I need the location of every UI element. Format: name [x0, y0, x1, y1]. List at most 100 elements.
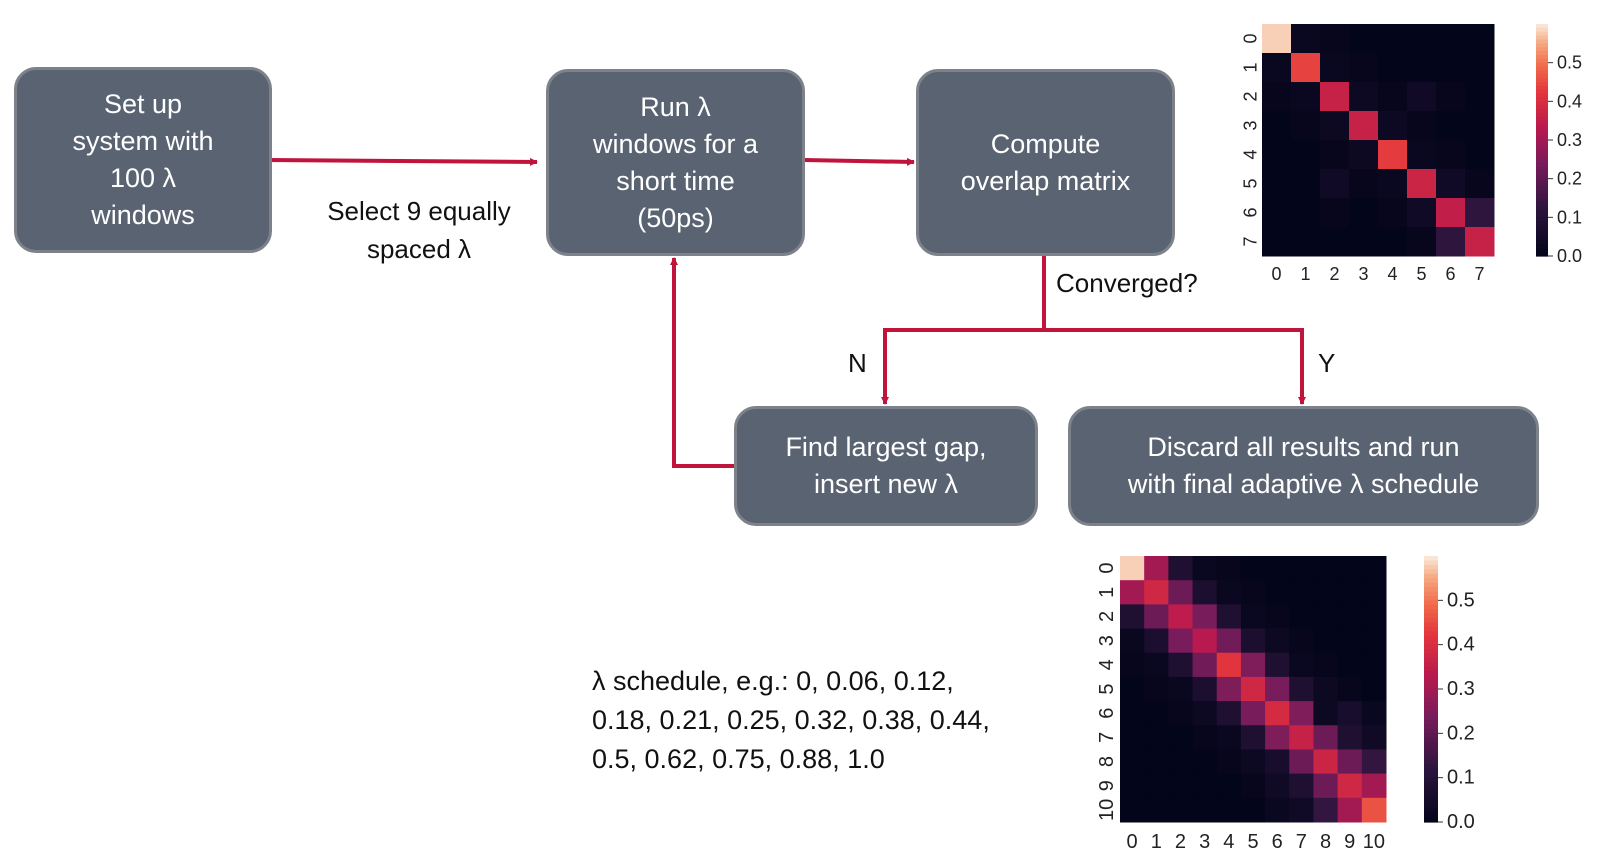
colorbar-segment — [1536, 205, 1548, 211]
heatmap-cell — [1349, 198, 1379, 228]
colorbar-segment — [1536, 43, 1548, 48]
x-tick-label: 6 — [1445, 264, 1455, 284]
heatmap-cell — [1320, 82, 1350, 112]
colorbar-segment — [1536, 252, 1548, 257]
heatmap-cell — [1361, 749, 1387, 775]
x-tick-label: 3 — [1358, 264, 1368, 284]
x-tick-label: 1 — [1300, 264, 1310, 284]
x-tick-label: 0 — [1127, 831, 1138, 853]
heatmap-cell — [1378, 140, 1408, 170]
heatmap-cell — [1313, 580, 1339, 605]
colorbar-segment — [1536, 155, 1548, 160]
colorbar-segment — [1536, 136, 1548, 141]
heatmap-cell — [1465, 111, 1495, 141]
x-tick-label: 10 — [1363, 831, 1385, 853]
colorbar-segment — [1424, 697, 1438, 703]
heatmap-cell — [1289, 628, 1314, 654]
colorbar-segment — [1424, 609, 1438, 615]
heatmap-cell — [1168, 773, 1194, 799]
heatmap-cell — [1436, 140, 1466, 170]
heatmap-cell — [1192, 604, 1218, 630]
heatmap-cell — [1262, 198, 1292, 228]
heatmap-cell — [1337, 676, 1363, 702]
colorbar-segment — [1536, 248, 1548, 253]
setup-node-label: Set up system with 100 λ windows — [72, 89, 214, 230]
colorbar-segment — [1424, 813, 1438, 819]
colorbar-segment — [1424, 582, 1438, 588]
y-tick-label: 1 — [1240, 62, 1260, 72]
heatmap-cell — [1240, 604, 1266, 630]
heatmap-cell — [1216, 797, 1242, 823]
colorbar-segment — [1536, 128, 1548, 133]
heatmap-cell — [1289, 556, 1314, 581]
y-tick-label: 4 — [1096, 659, 1118, 670]
arrow-compute-to-yes — [1044, 328, 1306, 405]
heatmap-cell — [1240, 797, 1266, 823]
colorbar-segment — [1536, 124, 1548, 129]
colorbar-tick-label: 0.3 — [1557, 130, 1582, 150]
colorbar-segment — [1424, 613, 1438, 619]
colorbar-segment — [1536, 151, 1548, 157]
colorbar-segment — [1536, 228, 1548, 234]
heatmap-cell — [1320, 227, 1350, 257]
heatmap-cell — [1320, 140, 1350, 170]
heatmap-cell — [1436, 169, 1466, 199]
heatmap-cell — [1378, 169, 1408, 199]
heatmap-cell — [1262, 53, 1292, 83]
arrow-setup-to-run — [266, 157, 538, 166]
colorbar-segment — [1536, 190, 1548, 195]
colorbar-segment — [1424, 768, 1438, 774]
colorbar-segment — [1424, 715, 1438, 721]
heatmap-cell — [1337, 580, 1363, 605]
colorbar-segment — [1424, 702, 1438, 708]
colorbar-segment — [1536, 120, 1548, 126]
colorbar-segment — [1536, 105, 1548, 110]
colorbar-segment — [1536, 82, 1548, 87]
colorbar-segment — [1424, 578, 1438, 584]
heatmap-cell — [1192, 797, 1218, 823]
colorbar-segment — [1424, 751, 1438, 757]
y-tick-label: 4 — [1240, 149, 1260, 159]
colorbar-segment — [1424, 662, 1438, 668]
heatmap-cell — [1262, 140, 1292, 170]
heatmap-cell — [1361, 676, 1387, 702]
heatmap-cell — [1144, 652, 1169, 678]
heatmap-cell — [1216, 773, 1242, 799]
heatmap-cell — [1465, 24, 1495, 54]
heatmap-cell — [1120, 725, 1145, 750]
heatmap-cell — [1465, 82, 1495, 112]
heatmap-cell — [1349, 169, 1379, 199]
heatmap-cell — [1168, 652, 1194, 678]
colorbar-segment — [1424, 764, 1438, 770]
heatmap-cell — [1144, 628, 1169, 654]
heatmap-cell — [1168, 580, 1194, 605]
heatmap-cell — [1407, 169, 1437, 199]
x-tick-label: 2 — [1175, 831, 1186, 853]
colorbar-tick-label: 0.1 — [1557, 207, 1582, 227]
heatmap-cell — [1407, 24, 1437, 54]
heatmap-cell — [1168, 797, 1194, 823]
colorbar-segment — [1536, 240, 1548, 245]
colorbar-tick-label: 0.2 — [1557, 169, 1582, 189]
x-tick-label: 4 — [1223, 831, 1234, 853]
heatmap-cell — [1337, 725, 1363, 750]
heatmap-cell — [1144, 797, 1169, 823]
colorbar-segment — [1424, 742, 1438, 748]
heatmap-cell — [1291, 198, 1321, 228]
heatmap-cell — [1216, 701, 1242, 726]
colorbar-segment — [1424, 808, 1438, 814]
heatmap-cell — [1262, 82, 1292, 112]
colorbar-segment — [1424, 564, 1438, 570]
heatmap-cell — [1407, 53, 1437, 83]
heatmap-cell — [1337, 749, 1363, 775]
colorbar-segment — [1536, 244, 1548, 249]
colorbar-tick-label: 0.0 — [1557, 246, 1582, 266]
colorbar-segment — [1536, 93, 1548, 99]
y-tick-label: 5 — [1240, 178, 1260, 188]
heatmap-cell — [1289, 797, 1314, 823]
colorbar-segment — [1536, 159, 1548, 164]
heatmap-cell — [1120, 797, 1145, 823]
heatmap-cell — [1120, 676, 1145, 702]
heatmap-cell — [1216, 725, 1242, 750]
heatmap-cell — [1192, 556, 1218, 581]
